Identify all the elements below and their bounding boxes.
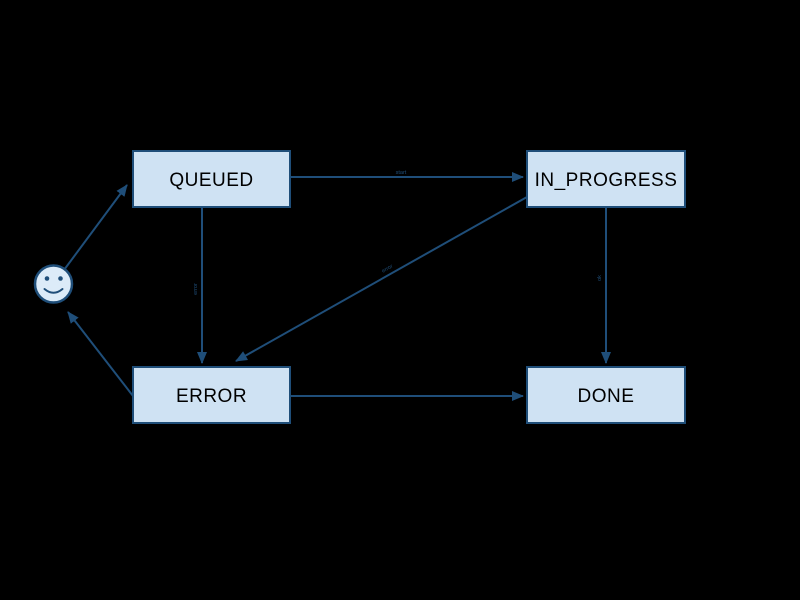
edge-label-in-progress-to-done: ok: [597, 275, 603, 281]
edge-smiley-to-queued: [63, 184, 128, 271]
edge-label-queued-to-error: error: [193, 283, 199, 295]
node-queued-label: QUEUED: [169, 170, 253, 191]
smiley-face-icon: [33, 264, 74, 304]
node-queued-box: [132, 150, 291, 208]
smiley-left-eye: [44, 276, 50, 281]
node-error-label: ERROR: [176, 386, 247, 407]
smiley-head: [33, 264, 74, 304]
edge-label-in-progress-to-error: error: [381, 264, 394, 275]
node-done-box: [526, 366, 686, 424]
node-done: DONE: [526, 366, 686, 424]
smiley-right-eye: [58, 276, 63, 281]
edge-labels-layer: start error error ok: [193, 170, 603, 295]
node-error-box: [132, 366, 291, 424]
node-done-label: DONE: [578, 386, 635, 407]
node-queued: QUEUED: [132, 150, 291, 208]
edge-in-progress-to-error: [235, 196, 528, 362]
edges-layer: [63, 172, 611, 401]
edge-label-queued-to-in-progress: start: [396, 170, 407, 176]
node-error: ERROR: [132, 366, 291, 424]
node-in-progress-label: IN_PROGRESS: [535, 170, 678, 191]
smiley-mouth: [43, 288, 64, 294]
node-in-progress-box: [526, 150, 686, 208]
node-in-progress: IN_PROGRESS: [526, 150, 686, 208]
edge-error-to-smiley: [67, 311, 134, 397]
